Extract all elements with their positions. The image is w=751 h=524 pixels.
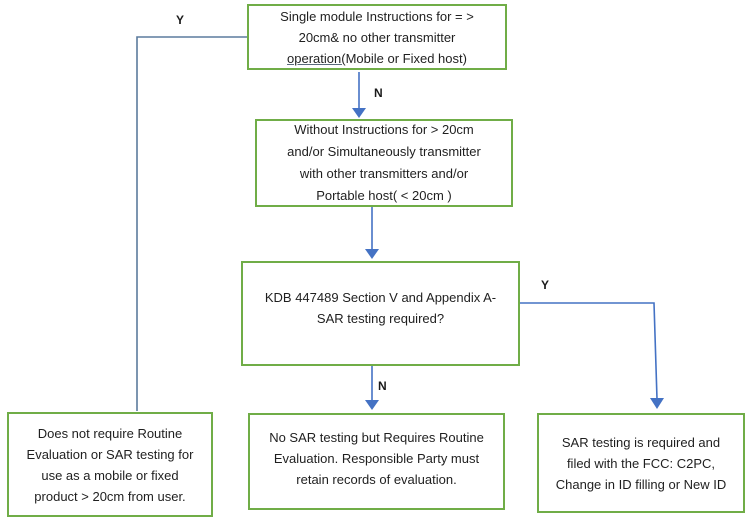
arrowhead-yes-right — [650, 398, 664, 409]
node-single-module-underlined-text: operation( — [287, 50, 346, 66]
edge-label-no-top: N — [374, 86, 383, 100]
connector-yes-right — [520, 302, 658, 400]
node-single-module-line1: Single module Instructions for = > — [280, 8, 474, 24]
arrowhead-question-to-nosar — [365, 400, 379, 410]
node-sar-testing-required: SAR testing is required and filed with t… — [537, 413, 745, 513]
edge-label-no-bottom: N — [378, 379, 387, 393]
arrowhead-second-to-question — [365, 249, 379, 259]
node-single-module-line3: operation(Mobile or Fixed host) — [287, 48, 467, 69]
node-single-module: Single module Instructions for = > 20cm&… — [247, 4, 507, 70]
connector-yes-left — [136, 36, 247, 411]
node-no-sar-testing: No SAR testing but Requires Routine Eval… — [248, 413, 505, 510]
arrowhead-top-to-second — [352, 108, 366, 118]
node-without-instructions: Without Instructions for > 20cm and/or S… — [255, 119, 513, 207]
node-single-module-line2: 20cm& no other transmitter — [298, 29, 456, 45]
node-single-module-line3-rest: Mobile or Fixed host) — [345, 50, 467, 66]
node-kdb-question: KDB 447489 Section V and Appendix A- SAR… — [241, 261, 520, 366]
edge-label-yes-right: Y — [541, 278, 550, 292]
node-no-routine-evaluation: Does not require Routine Evaluation or S… — [7, 412, 213, 517]
edge-label-yes-top: Y — [176, 13, 185, 27]
